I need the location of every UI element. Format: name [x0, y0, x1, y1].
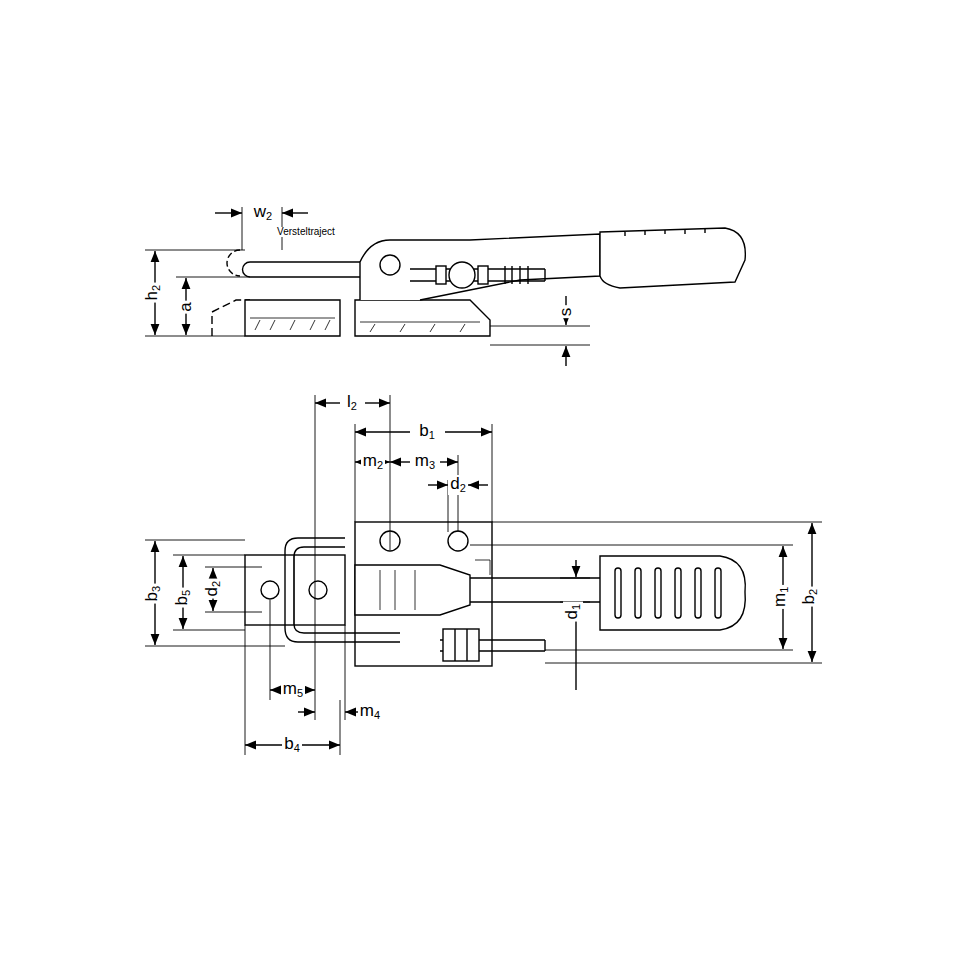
dimension-label: d1 [563, 602, 583, 622]
dimension-label: a [177, 300, 195, 313]
dimension-label: h2 [143, 283, 163, 303]
dimension-label: m1 [771, 585, 791, 609]
dimension-label: b3 [143, 584, 163, 604]
dimension-label: d2 [448, 475, 468, 495]
dimension-label: b1 [417, 422, 437, 442]
dimension-label: l2 [345, 393, 359, 413]
dimension-label: m3 [413, 452, 437, 472]
dimension-label: w2 [252, 203, 274, 223]
dimension-label: s [557, 306, 575, 319]
dimension-label: m5 [281, 680, 305, 700]
dimension-label: d2 [203, 579, 223, 599]
dimension-label: m4 [358, 702, 382, 722]
dimension-label: b4 [282, 735, 302, 755]
dimension-label: b2 [800, 587, 820, 607]
dimension-label: b5 [173, 588, 193, 608]
dimension-label: m2 [361, 452, 385, 472]
dimension-label: Versteltraject [276, 227, 336, 238]
